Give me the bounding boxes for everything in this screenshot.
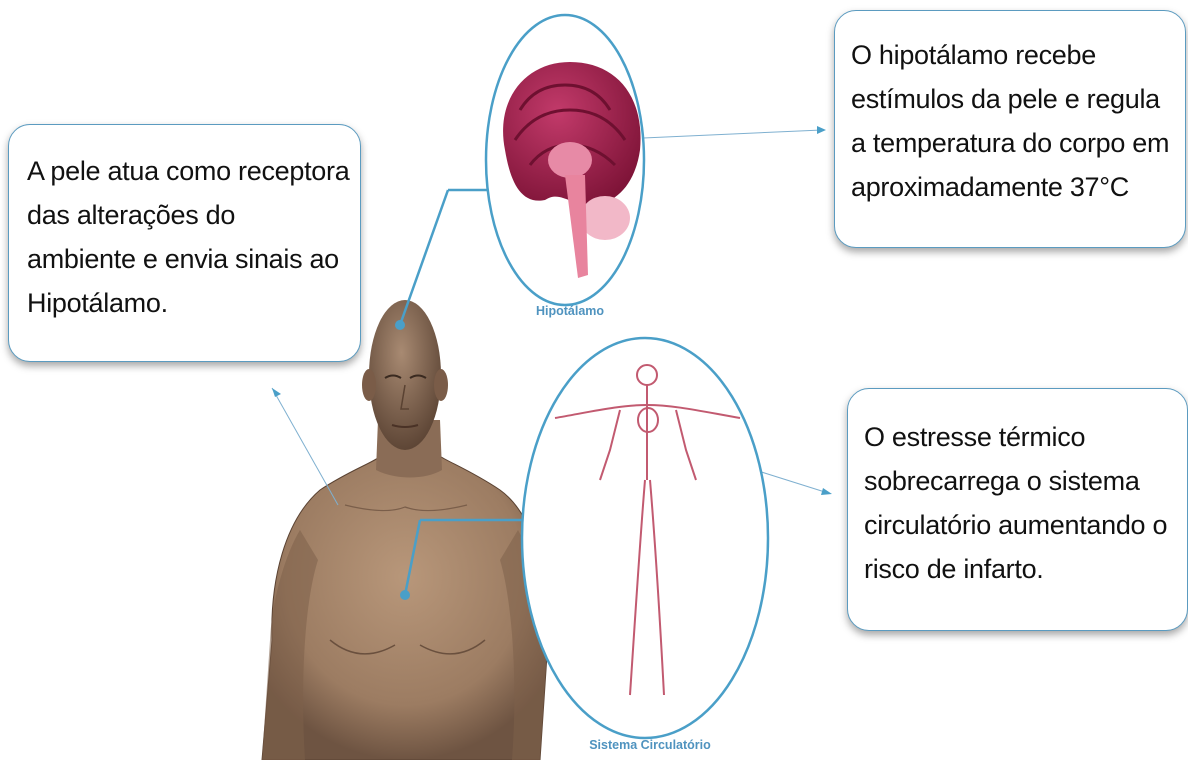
circulatory-caption: Sistema Circulatório — [570, 738, 730, 752]
circulatory-circle — [522, 338, 768, 738]
stress-callout: O estresse térmico sobrecarrega o sistem… — [847, 388, 1188, 631]
hypothalamus-callout-text: O hipotálamo recebe estímulos da pele e … — [851, 40, 1169, 202]
skin-to-brain-line — [400, 190, 448, 325]
left-ear — [362, 369, 376, 401]
hypothalamus-callout: O hipotálamo recebe estímulos da pele e … — [834, 10, 1186, 248]
hypothalamus-region — [548, 142, 592, 178]
brain-caption: Hipotálamo — [520, 304, 620, 318]
arrow-to-skin-callout — [272, 388, 338, 505]
skin-callout: A pele atua como receptora das alteraçõe… — [8, 124, 361, 362]
cerebellum — [580, 196, 630, 240]
head-dot — [395, 320, 405, 330]
brain-inset — [486, 15, 644, 305]
right-ear — [434, 369, 448, 401]
arrow-head-hipo — [817, 126, 826, 134]
human-figure — [262, 300, 548, 760]
circulatory-inset — [522, 338, 768, 738]
arrow-head-stress — [821, 488, 832, 495]
arrow-head-skin — [272, 388, 281, 397]
skin-callout-text: A pele atua como receptora das alteraçõe… — [27, 156, 349, 318]
stress-callout-text: O estresse térmico sobrecarrega o sistem… — [864, 422, 1167, 584]
chest-dot — [400, 590, 410, 600]
